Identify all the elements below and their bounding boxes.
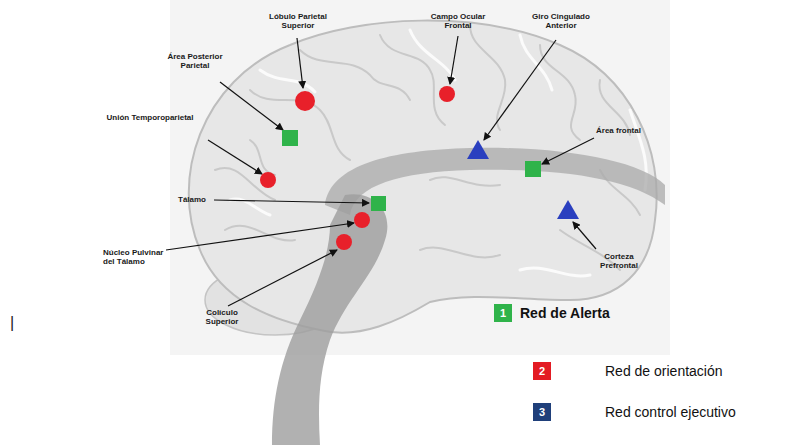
leader-line [484, 40, 556, 140]
region-label: Giro Cingulado Anterior [526, 12, 596, 30]
leader-line [166, 223, 354, 250]
region-label: Tálamo [178, 195, 218, 204]
cingulate-band [325, 148, 665, 215]
region-label: Área frontal [596, 126, 666, 135]
leader-line [450, 36, 458, 84]
legend-swatch: 2 [533, 362, 551, 380]
leader-line [208, 140, 262, 174]
legend-swatch: 1 [494, 304, 512, 322]
executive-marker [467, 140, 489, 159]
leader-line [214, 200, 369, 203]
region-label: Campo Ocular Frontal [426, 12, 490, 30]
leader-line [542, 138, 594, 164]
callout-number: 2 [533, 362, 551, 380]
leader-line [220, 82, 283, 130]
brain-outline [189, 21, 657, 333]
region-label: Unión Temporoparietal [106, 113, 194, 122]
region-label: Área Posterior Parietal [156, 52, 234, 70]
alert-marker [282, 130, 298, 146]
legend-text: Red de orientación [605, 362, 723, 380]
leader-line [297, 38, 303, 88]
region-label: Núcleo Pulvinar del Tálamo [103, 248, 165, 266]
callout-number: 3 [533, 403, 551, 421]
executive-marker [557, 200, 579, 219]
orientation-marker [439, 86, 455, 102]
stray-mark: | [10, 314, 22, 332]
orientation-marker [336, 234, 352, 250]
markers [260, 86, 579, 250]
alert-marker [525, 161, 541, 177]
leader-lines [166, 36, 596, 306]
image-ground [170, 0, 670, 355]
legend-text: Red control ejecutivo [605, 403, 736, 421]
orientation-marker [354, 212, 370, 228]
leader-line [573, 222, 596, 249]
orientation-marker [260, 172, 276, 188]
leader-line [228, 250, 337, 306]
callout-number: 1 [494, 304, 512, 322]
region-label: Lóbulo Parietal Superior [262, 12, 334, 30]
legend-swatch: 3 [533, 403, 551, 421]
orientation-marker [295, 91, 315, 111]
alert-marker [371, 196, 386, 211]
legend-text: Red de Alerta [520, 304, 610, 322]
region-label: Corteza Prefrontal [588, 252, 650, 270]
region-label: Colículo Superior [194, 308, 250, 326]
